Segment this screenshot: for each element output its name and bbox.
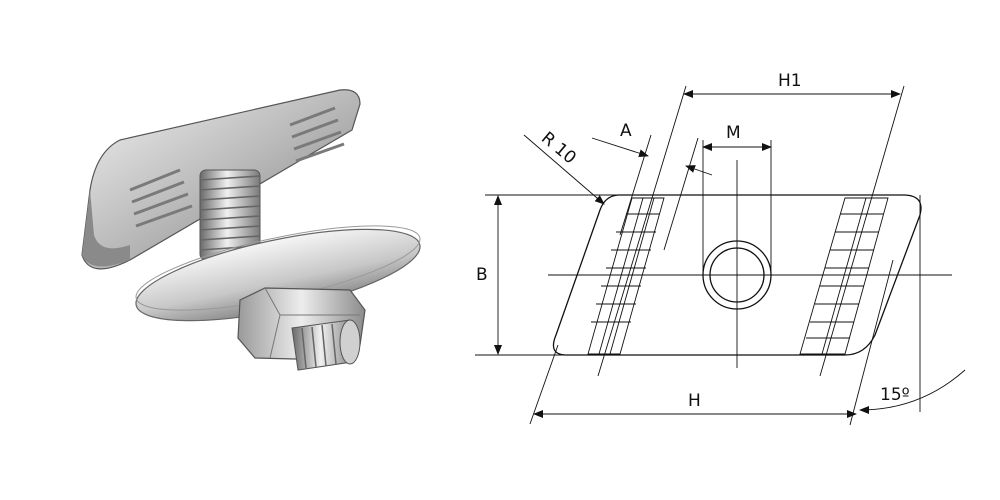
a-ext-right [663,137,699,251]
a-ext-left [619,134,652,236]
label-b: B [476,265,488,285]
h-ext-left [529,344,559,425]
washer [135,225,421,322]
label-h: H [688,391,701,411]
label-h1: H1 [778,71,802,91]
label-r10: R 10 [537,128,580,168]
label-angle: 15º [880,385,910,405]
serration-left [587,197,665,355]
h-ext-right [849,259,894,426]
plate-outline [552,194,922,356]
label-a: A [620,121,632,141]
label-m: M [726,123,741,143]
hole-inner [709,247,765,303]
r10-leader [523,134,605,205]
a-leader-left [591,137,649,158]
h1-ext-right [819,85,905,377]
h1-ext-left [597,85,687,377]
product-photo [81,89,421,371]
bolt-end [291,319,361,371]
a-leader-right [685,165,713,176]
angle-arc [859,369,966,414]
serration-right [799,197,889,355]
